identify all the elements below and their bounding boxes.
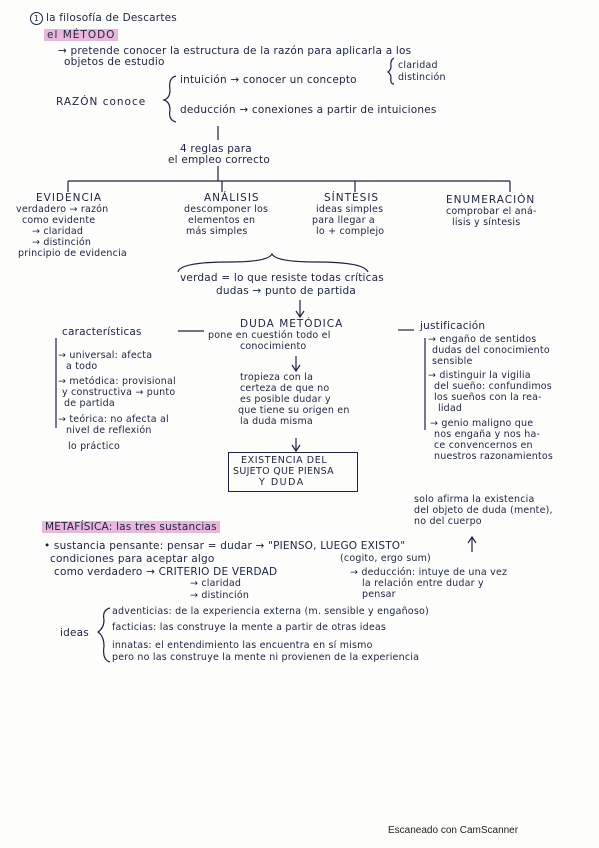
duda-pone: pone en cuestión todo el bbox=[208, 330, 331, 341]
caract-line-5: de partida bbox=[64, 398, 115, 409]
just-line-9: nos engaña y nos ha- bbox=[434, 429, 541, 440]
claridad: claridad bbox=[398, 60, 438, 71]
just-line-11: nuestros razonamientos bbox=[434, 451, 554, 462]
evidencia-line-4: → distinción bbox=[32, 237, 92, 248]
meta-claridad: → claridad bbox=[190, 578, 242, 589]
analisis-line-2: elementos en bbox=[188, 215, 256, 226]
metafisica-heading: METAFÍSICA: las tres sustancias bbox=[42, 521, 220, 533]
analisis-line-1: descomponer los bbox=[184, 204, 269, 215]
deduccion: deducción → conexiones a partir de intui… bbox=[180, 104, 437, 116]
caract-line-6: → teórica: no afecta al bbox=[58, 414, 169, 425]
meta-distincion: → distinción bbox=[190, 590, 250, 601]
tropieza-line-1: tropieza con la bbox=[240, 372, 314, 383]
existencia-line-3: Y DUDA bbox=[259, 477, 305, 488]
sintesis-line-2: para llegar a bbox=[312, 215, 375, 226]
ideas-innatas-1: innatas: el entendimiento las encuentra … bbox=[112, 640, 373, 651]
caract-line-3: → metódica: provisional bbox=[58, 376, 176, 387]
metodo-heading: el MÉTODO bbox=[44, 29, 119, 41]
sintesis-line-1: ideas simples bbox=[316, 204, 384, 215]
title-number: 1 bbox=[30, 12, 43, 25]
just-line-2: dudas del conocimiento bbox=[432, 345, 550, 356]
metodo-intro-1: → pretende conocer la estructura de la r… bbox=[58, 45, 412, 57]
como-verdadero: como verdadero → CRITERIO DE VERDAD bbox=[54, 566, 278, 578]
existencia-line-2: SUJETO QUE PIENSA bbox=[233, 466, 334, 477]
solo-afirma-2: del objeto de duda (mente), bbox=[414, 505, 553, 516]
enumeracion-line-1: comprobar el aná- bbox=[446, 206, 537, 217]
caract-line-2: a todo bbox=[66, 361, 98, 372]
sustancia-pensante: • sustancia pensante: pensar = dudar → "… bbox=[44, 540, 406, 552]
analisis-title: ANÁLISIS bbox=[204, 192, 260, 204]
solo-afirma-1: solo afirma la existencia bbox=[414, 494, 535, 505]
enumeracion-line-2: lisis y síntesis bbox=[452, 217, 521, 228]
just-line-8: → genio maligno que bbox=[430, 418, 534, 429]
metodo-intro-2: objetos de estudio bbox=[64, 56, 165, 68]
caract-line-4: y constructiva → punto bbox=[62, 387, 176, 398]
meta-deduccion-2: la relación entre dudar y bbox=[362, 578, 484, 589]
ideas-label: ideas bbox=[60, 627, 89, 639]
existencia-line-1: EXISTENCIA DEL bbox=[241, 455, 328, 466]
meta-deduccion-1: → deducción: intuye de una vez bbox=[350, 567, 508, 578]
evidencia-title: EVIDENCIA bbox=[36, 192, 103, 204]
duda-title: DUDA METÓDICA bbox=[240, 318, 344, 330]
evidencia-line-3: → claridad bbox=[32, 226, 84, 237]
caract-line-1: → universal: afecta bbox=[58, 350, 153, 361]
reglas-line-1: 4 reglas para bbox=[180, 143, 252, 155]
just-line-5: del sueño: confundimos bbox=[434, 381, 552, 392]
ideas-facticias: facticias: las construye la mente a part… bbox=[112, 622, 387, 633]
caract-line-7: nivel de reflexión bbox=[66, 425, 152, 436]
evidencia-line-1: verdadero → razón bbox=[16, 204, 109, 215]
evidencia-line-5: principio de evidencia bbox=[18, 248, 127, 259]
razon-conoce: RAZÓN conoce bbox=[56, 96, 147, 108]
metodo-heading-text: el MÉTODO bbox=[44, 29, 119, 41]
metafisica-heading-text: METAFÍSICA: las tres sustancias bbox=[42, 521, 220, 533]
brace-razon bbox=[162, 75, 177, 123]
analisis-line-3: más simples bbox=[186, 226, 248, 237]
tropieza-line-2: certeza de que no bbox=[240, 383, 330, 394]
duda-pone-2: conocimiento bbox=[240, 341, 307, 352]
ideas-innatas-2: pero no las construye la mente ni provie… bbox=[112, 652, 420, 663]
just-line-4: → distinguir la vigilia bbox=[428, 370, 531, 381]
solo-afirma-3: no del cuerpo bbox=[414, 516, 482, 527]
brace-ideas bbox=[96, 607, 111, 663]
sintesis-title: SÍNTESIS bbox=[324, 192, 380, 204]
caracteristicas-title: características bbox=[62, 326, 142, 338]
just-line-3: sensible bbox=[432, 356, 473, 367]
just-line-7: lidad bbox=[438, 403, 463, 414]
tropieza-line-4: que tiene su origen en bbox=[238, 405, 350, 416]
scanner-footer: Escaneado con CamScanner bbox=[388, 825, 519, 836]
reglas-line-2: el empleo correcto bbox=[168, 154, 270, 166]
tropieza-line-5: la duda misma bbox=[240, 416, 313, 427]
intuicion: intuición → conocer un concepto bbox=[180, 74, 357, 86]
meta-deduccion-3: pensar bbox=[362, 589, 396, 600]
enumeracion-title: ENUMERACIÓN bbox=[446, 194, 536, 206]
just-line-10: ce convencernos en bbox=[434, 440, 533, 451]
tropieza-line-3: es posible dudar y bbox=[240, 394, 331, 405]
condiciones: condiciones para aceptar algo bbox=[50, 553, 215, 565]
verdad-line-2: dudas → punto de partida bbox=[216, 285, 357, 297]
brace-claridad bbox=[386, 57, 395, 85]
verdad-line-1: verdad = lo que resiste todas críticas bbox=[180, 272, 384, 284]
caract-line-8: lo práctico bbox=[68, 441, 121, 452]
brace-verdad bbox=[177, 252, 369, 273]
cogito: (cogito, ergo sum) bbox=[340, 553, 431, 564]
justificacion-title: justificación bbox=[420, 320, 486, 332]
just-line-6: los sueños con la rea- bbox=[434, 392, 542, 403]
existencia-box: EXISTENCIA DEL SUJETO QUE PIENSA Y DUDA bbox=[228, 452, 358, 492]
evidencia-line-2: como evidente bbox=[22, 215, 96, 226]
sintesis-line-3: lo + complejo bbox=[316, 226, 385, 237]
just-line-1: → engaño de sentidos bbox=[428, 334, 537, 345]
distincion: distinción bbox=[398, 72, 446, 83]
ideas-adventicias: adventicias: de la experiencia externa (… bbox=[112, 606, 429, 617]
title-text: la filosofía de Descartes bbox=[46, 12, 177, 24]
